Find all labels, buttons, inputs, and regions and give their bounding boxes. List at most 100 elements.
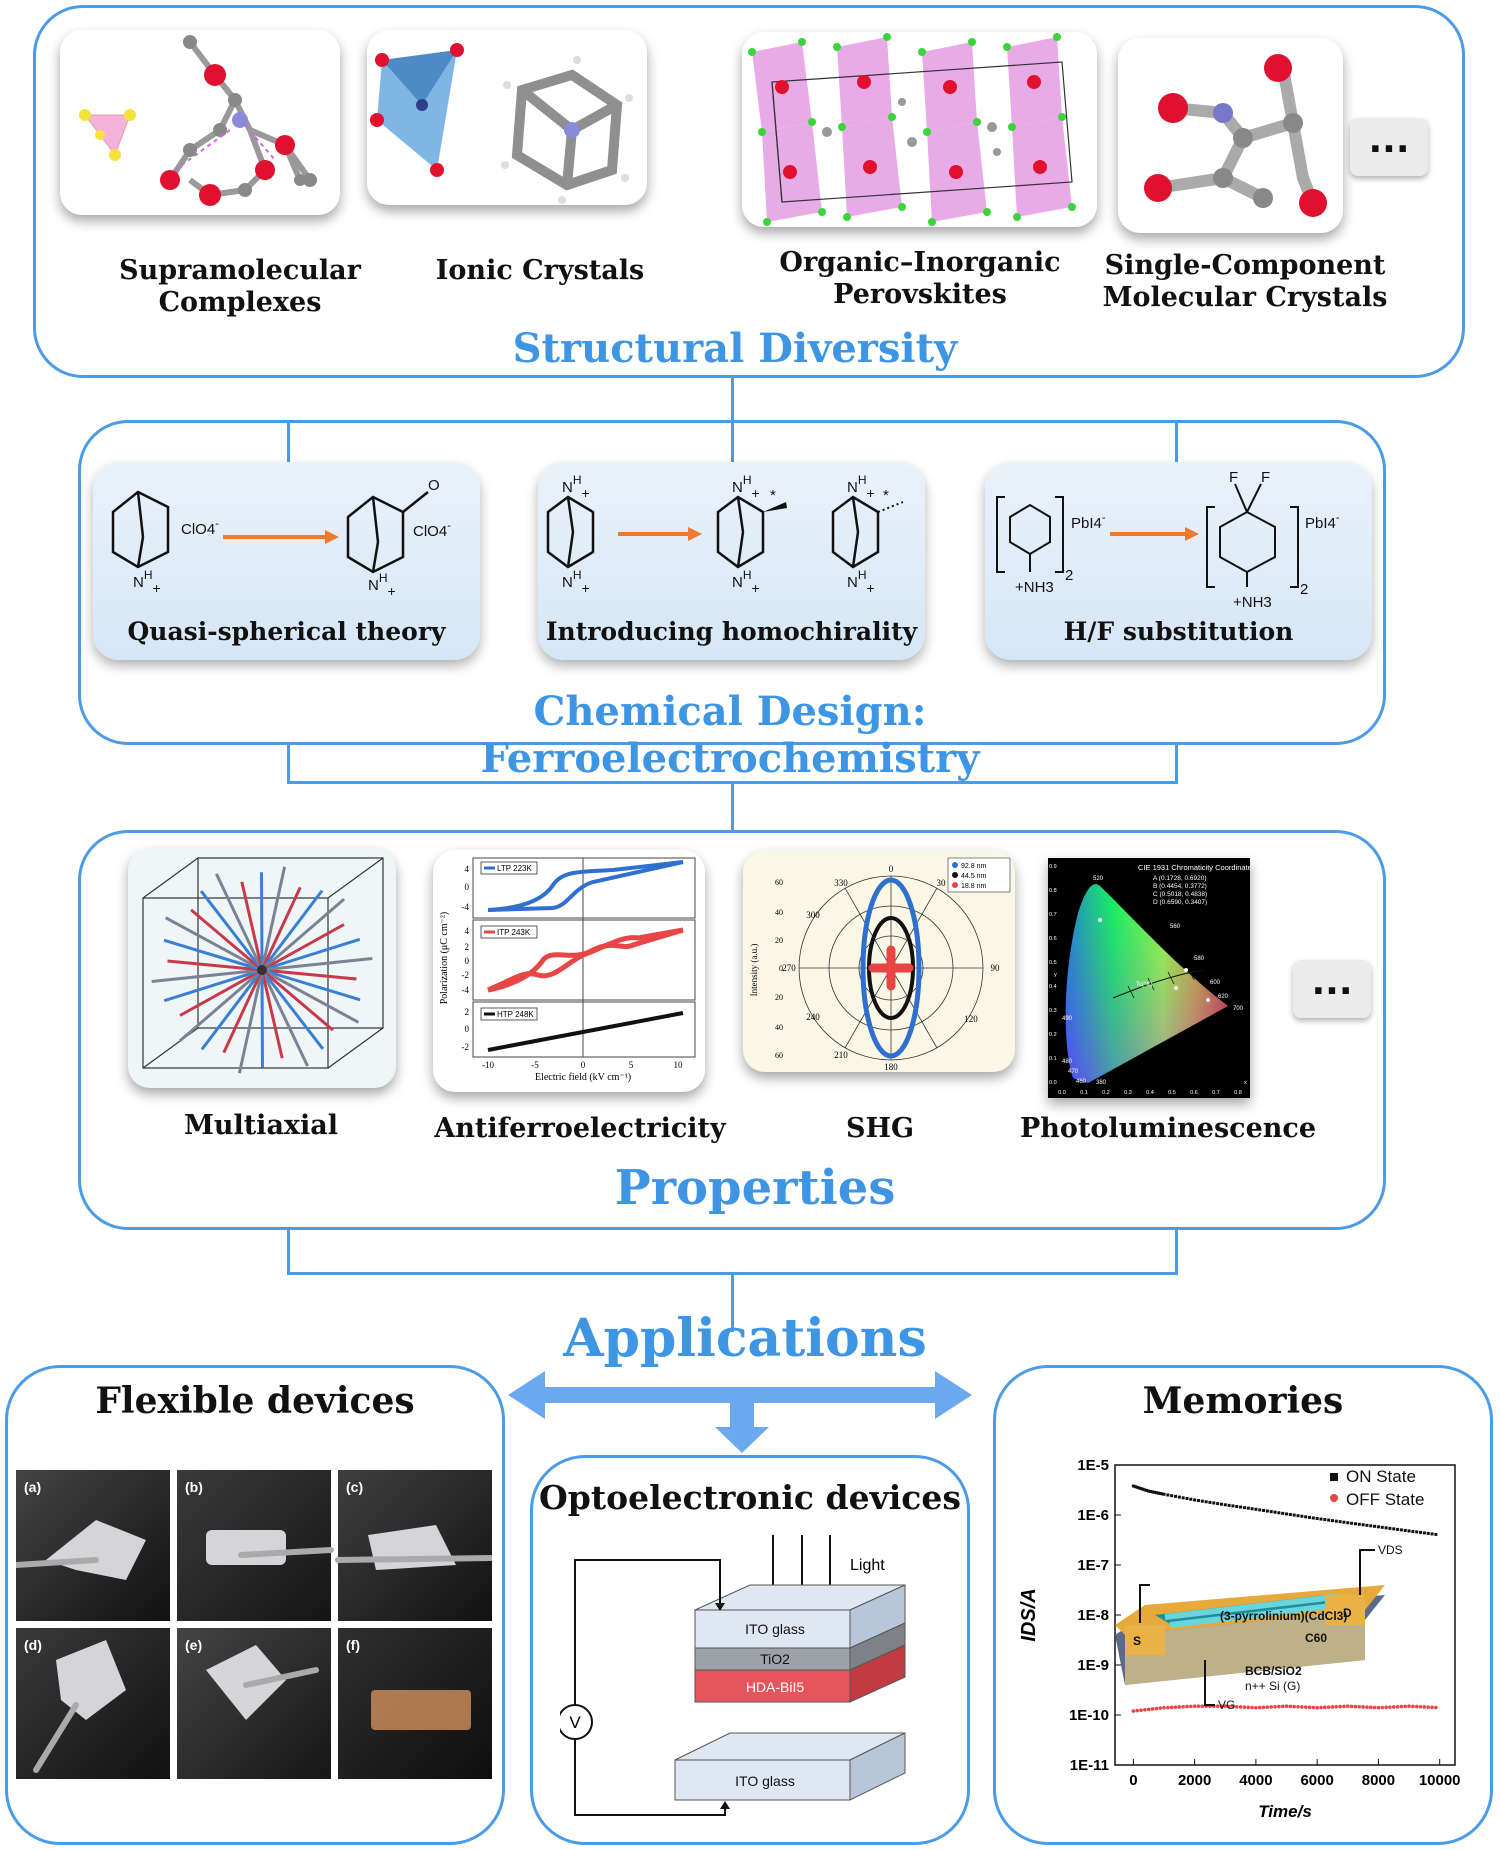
on-state-point: [1208, 1500, 1212, 1504]
cie-ytick: 0.7: [1049, 912, 1057, 918]
cie-coord: A (0.1728, 0.6920): [1153, 875, 1207, 882]
on-state-point: [1143, 1488, 1147, 1492]
off-state-point: [1146, 1707, 1151, 1712]
off-state-point: [1269, 1705, 1274, 1709]
chiral-mark: *: [770, 487, 776, 504]
optoelectronic-device-diagram: Light ITO glass TiO2 HDA-BiI5 ITO glass …: [560, 1535, 906, 1816]
memories-ytick: 1E-9: [1077, 1657, 1109, 1674]
off-state-point: [1426, 1705, 1430, 1709]
nh-label: NH+: [847, 473, 875, 501]
polarization-axis-arrow: [260, 969, 264, 1068]
shg-angle: 300: [806, 910, 820, 920]
off-state-point: [1372, 1705, 1377, 1710]
off-state-point: [1238, 1705, 1243, 1709]
cie-wavelength: 560: [1170, 924, 1181, 930]
off-state-point: [1158, 1706, 1162, 1710]
afe-xtick: -10: [482, 1060, 494, 1070]
photoluminescence-cie-chart: CIE 1931 Chromaticity Coordinates A (0.1…: [1048, 858, 1250, 1098]
nh-label: NH+: [562, 568, 590, 596]
on-state-point: [1265, 1509, 1269, 1513]
applications-title: Applications: [563, 1308, 927, 1369]
more-properties-ellipsis: ...: [1293, 960, 1371, 1018]
off-state-point: [1162, 1705, 1166, 1710]
connector-line: [731, 781, 734, 841]
on-state-point: [1292, 1513, 1296, 1517]
on-state-point: [1133, 1485, 1137, 1489]
on-state-point: [1258, 1508, 1262, 1512]
photo-label: (e): [185, 1637, 202, 1653]
afe-xlabel: Electric field (kV cm⁻¹): [535, 1072, 631, 1083]
cie-ytick: 0.5: [1049, 960, 1057, 966]
cie-ytick: 0.1: [1049, 1056, 1057, 1062]
shg-legend-label: 44.5 nm: [961, 873, 986, 880]
on-state-point: [1269, 1510, 1273, 1514]
polarization-axis-arrow: [215, 873, 264, 971]
cie-tc-label: Tc(°K): [1136, 982, 1152, 988]
shg-rtick: 0: [779, 964, 783, 973]
nh-label: NH+: [368, 571, 396, 599]
on-state-point: [1158, 1491, 1162, 1495]
polarization-axis-arrow: [200, 969, 264, 1051]
on-state-point: [1319, 1517, 1323, 1521]
on-state-point: [1250, 1507, 1254, 1511]
shg-angle: 330: [834, 878, 848, 888]
photo-label: (f): [346, 1637, 360, 1653]
oxygen-label: O: [428, 477, 440, 494]
off-state-point: [1330, 1705, 1335, 1709]
afe-ytick: -2: [462, 970, 470, 980]
on-state-point: [1376, 1525, 1380, 1529]
polarization-axis-arrow: [199, 890, 264, 971]
hf-substitution-tile: F F +NH3 +NH3 2 2 PbI4- PbI4- H/F substi…: [985, 462, 1372, 660]
cie-ytick: 0.9: [1049, 864, 1057, 870]
shg-rtick: 20: [775, 993, 783, 1002]
cie-ytick: 0.0: [1049, 1080, 1057, 1086]
shg-angle: 30: [937, 878, 947, 888]
off-state-point: [1326, 1705, 1331, 1709]
connector-line: [1175, 420, 1178, 462]
on-state-point: [1160, 1492, 1164, 1496]
memories-xtick: 2000: [1178, 1772, 1211, 1789]
application-arrows: [508, 1371, 972, 1453]
on-state-point: [1219, 1502, 1223, 1506]
off-state-point: [1388, 1705, 1392, 1709]
off-state-point: [1143, 1707, 1147, 1712]
device-source-label: S: [1133, 1634, 1141, 1648]
on-state-point: [1380, 1525, 1384, 1529]
shg-angle: 270: [782, 963, 796, 973]
subscript-label: 2: [1300, 581, 1308, 598]
amine-label: +NH3: [1233, 594, 1272, 611]
photo-label: (b): [185, 1479, 203, 1495]
legend-on-label: ON State: [1346, 1467, 1416, 1486]
on-state-point: [1149, 1490, 1153, 1494]
off-state-point: [1303, 1705, 1308, 1709]
multiaxial-caption: Multiaxial: [183, 1110, 339, 1141]
off-state-point: [1430, 1705, 1434, 1710]
on-state-point: [1361, 1523, 1365, 1527]
off-state-point: [1357, 1704, 1362, 1709]
polarization-axis-arrow: [261, 937, 361, 972]
off-state-point: [1315, 1705, 1319, 1710]
connector-line: [731, 420, 734, 462]
memories-title: Memories: [1142, 1380, 1344, 1422]
off-state-point: [1391, 1705, 1396, 1709]
off-state-point: [1411, 1704, 1415, 1709]
off-state-point: [1395, 1704, 1400, 1709]
on-state-point: [1200, 1499, 1204, 1503]
off-state-point: [1150, 1707, 1155, 1711]
antiferroelectricity-chart: LTP 223K ITP 243K HTP 248K 4 0 -4 4 2 0 …: [433, 850, 705, 1092]
photo-label: (a): [24, 1479, 41, 1495]
off-state-point: [1399, 1704, 1404, 1709]
amine-label: +NH3: [1015, 579, 1054, 596]
afe-ylabel: Polarization (μC cm⁻²): [439, 912, 450, 1005]
on-state-point: [1346, 1521, 1350, 1525]
polarization-axis-arrow: [261, 968, 334, 1032]
on-state-point: [1327, 1518, 1331, 1522]
flexible-film-drawings: (a) (b) (c) (d) (e) (f): [16, 1479, 492, 1773]
on-state-point: [1196, 1499, 1200, 1503]
cie-coord: C (0.5018, 0.4838): [1153, 891, 1207, 898]
cie-coord: D (0.6590, 0.3407): [1153, 899, 1207, 906]
supramolecular-complex-image: [60, 30, 340, 215]
off-state-point: [1307, 1705, 1312, 1710]
layer-label: HDA-BiI5: [746, 1679, 805, 1695]
